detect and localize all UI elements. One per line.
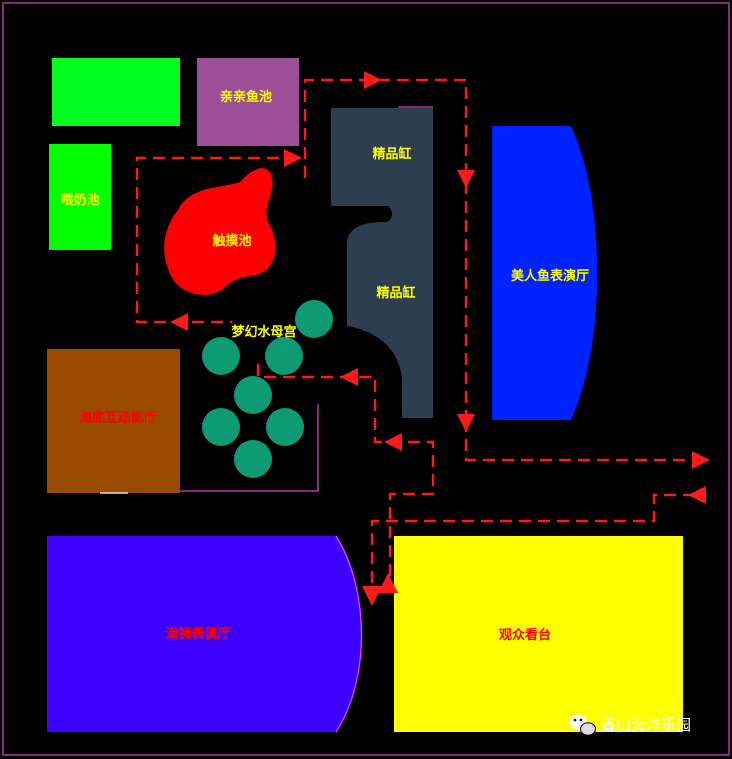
wechat-icon xyxy=(569,714,596,736)
audience-stand-label: 观众看台 xyxy=(499,627,551,643)
audience-stand[interactable]: 观众看台 xyxy=(394,536,683,732)
undersea-cinema-label: 海底互动影厅 xyxy=(79,410,157,426)
feeding-pool[interactable]: 喂奶池 xyxy=(49,144,111,250)
touch-fish-pool[interactable]: 亲亲鱼池 xyxy=(197,58,299,146)
jellyfish-tank xyxy=(202,408,240,446)
route-arrow xyxy=(362,586,382,606)
sea-lion-hall-edge xyxy=(335,535,362,733)
mermaid-show-hall[interactable]: 美人鱼表演厅 xyxy=(492,126,598,420)
touch-pool-label: 触摸池 xyxy=(211,233,251,249)
sea-lion-show-hall-label: 海狮表演厅 xyxy=(165,626,230,642)
touch-fish-pool-label: 亲亲鱼池 xyxy=(220,89,272,105)
jellyfish-tank xyxy=(234,440,272,478)
watermark-text: 香山海洋乐园 xyxy=(601,716,691,734)
route-segment xyxy=(464,420,700,462)
feeding-pool-label: 喂奶池 xyxy=(60,192,99,208)
undersea-cinema[interactable]: 海底互动影厅 xyxy=(47,349,180,494)
jellyfish-tank xyxy=(266,408,304,446)
route-arrow xyxy=(457,414,475,432)
route-arrow xyxy=(364,71,382,89)
premium-tank[interactable]: 精品缸 精品缸 xyxy=(331,106,433,418)
route-arrow xyxy=(457,170,475,188)
route-arrow xyxy=(284,149,302,167)
route-segment xyxy=(303,78,468,420)
jellyfish-palace-wall xyxy=(180,404,319,492)
watermark: 香山海洋乐园 xyxy=(569,714,691,736)
route-arrows xyxy=(170,71,710,606)
route-arrow xyxy=(378,573,398,593)
route-arrow xyxy=(340,368,358,386)
jellyfish-palace[interactable]: 梦幻水母宫 xyxy=(180,300,333,492)
jellyfish-tank xyxy=(234,376,272,414)
route-arrow xyxy=(384,433,402,451)
premium-tank-upper-label: 精品缸 xyxy=(372,146,411,162)
sea-lion-show-hall[interactable]: 海狮表演厅 xyxy=(47,535,362,733)
route-segment xyxy=(370,493,695,595)
route-arrow xyxy=(692,451,710,469)
jellyfish-tank xyxy=(265,337,303,375)
jellyfish-tank xyxy=(295,300,333,338)
premium-tank-lower-label: 精品缸 xyxy=(376,285,415,301)
touch-pool[interactable]: 触摸池 xyxy=(164,168,276,295)
route-arrow xyxy=(688,486,706,504)
route-arrow xyxy=(170,313,188,331)
jellyfish-palace-label: 梦幻水母宫 xyxy=(231,324,296,340)
jellyfish-tank xyxy=(202,337,240,375)
green-block xyxy=(52,58,180,126)
mermaid-show-hall-label: 美人鱼表演厅 xyxy=(511,268,589,284)
